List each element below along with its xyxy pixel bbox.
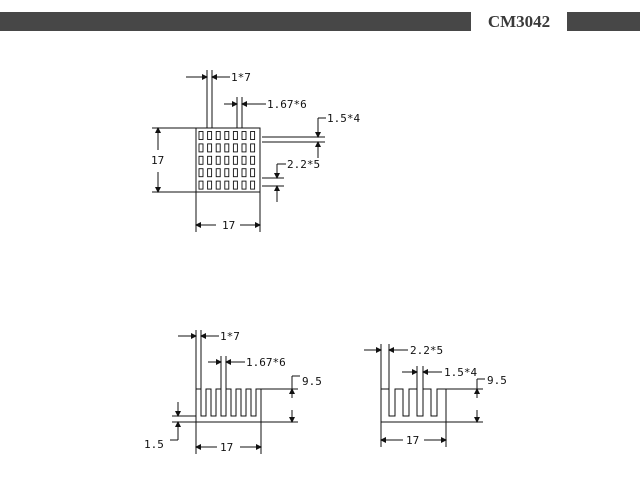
- front-width-label: 17: [220, 441, 233, 454]
- pin: [250, 168, 256, 178]
- pin: [215, 180, 221, 190]
- pin: [198, 155, 204, 165]
- front-view-profile: [195, 388, 262, 423]
- pin: [232, 155, 238, 165]
- pin: [224, 180, 230, 190]
- pin: [198, 143, 204, 153]
- pin: [215, 131, 221, 140]
- top-height-label: 17: [151, 154, 164, 167]
- front-pitch-label: 1.67*6: [246, 356, 286, 369]
- pin: [215, 143, 221, 153]
- pin: [207, 143, 213, 153]
- top-view: [152, 70, 326, 232]
- pin: [241, 168, 247, 178]
- top-row-pitch-label: 2.2*5: [287, 158, 320, 171]
- side-view-profile: [380, 388, 447, 423]
- front-height-label: 9.5: [302, 375, 322, 388]
- front-view: [170, 330, 300, 454]
- pin: [207, 180, 213, 190]
- pin: [198, 168, 204, 178]
- pin: [224, 143, 230, 153]
- top-width-label: 17: [222, 219, 235, 232]
- top-slot-width-label: 1.5*4: [327, 112, 360, 125]
- pin: [241, 143, 247, 153]
- model-number: CM3042: [487, 12, 551, 31]
- front-base-label: 1.5: [144, 438, 164, 451]
- top-pitch-label: 1.67*6: [267, 98, 307, 111]
- pin-grid: [198, 131, 256, 190]
- pin: [250, 143, 256, 153]
- pin: [250, 155, 256, 165]
- top-view-outline: [195, 127, 261, 193]
- pin: [232, 131, 238, 140]
- pin: [198, 180, 204, 190]
- pin: [224, 155, 230, 165]
- header-bar-right: [567, 12, 640, 31]
- pin: [241, 180, 247, 190]
- top-fin-width-label: 1*7: [231, 71, 251, 84]
- pin: [207, 168, 213, 178]
- pin: [224, 131, 230, 140]
- header-bar-left: [0, 12, 471, 31]
- pin: [207, 155, 213, 165]
- side-pitch-label: 2.2*5: [410, 344, 443, 357]
- pin: [207, 131, 213, 140]
- pin: [241, 131, 247, 140]
- pin: [232, 180, 238, 190]
- pin: [215, 155, 221, 165]
- pin: [250, 180, 256, 190]
- side-slot-width-label: 1.5*4: [444, 366, 477, 379]
- pin: [241, 155, 247, 165]
- pin: [232, 143, 238, 153]
- side-width-label: 17: [406, 434, 419, 447]
- side-view: [364, 344, 485, 447]
- pin: [224, 168, 230, 178]
- side-height-label: 9.5: [487, 374, 507, 387]
- pin: [198, 131, 204, 140]
- pin: [215, 168, 221, 178]
- front-fin-width-label: 1*7: [220, 330, 240, 343]
- pin: [250, 131, 256, 140]
- pin: [232, 168, 238, 178]
